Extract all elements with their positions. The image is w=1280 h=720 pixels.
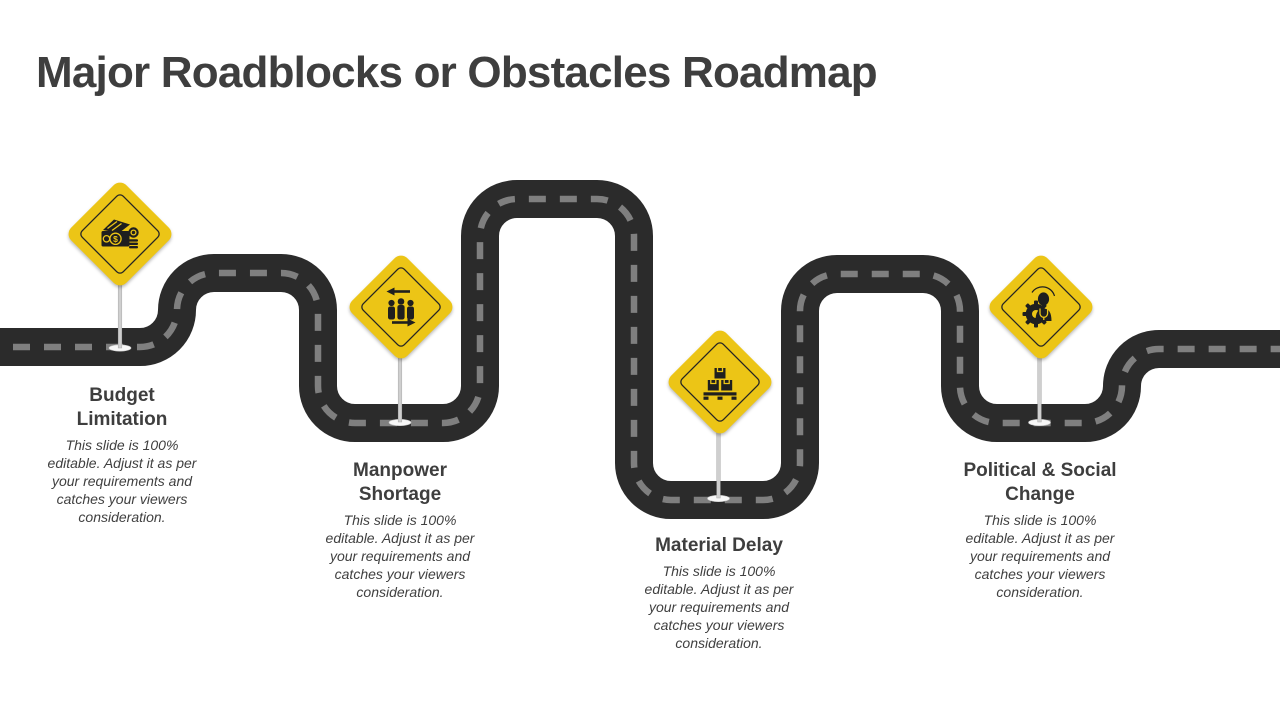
- dollar-glyph: $: [113, 234, 118, 244]
- sign-diamond: $: [68, 182, 172, 286]
- road-sign-material: [668, 330, 772, 502]
- item-title: Material Delay: [655, 535, 783, 556]
- item-body: This slide is 100% editable. Adjust it a…: [965, 512, 1115, 600]
- item-title: Political & Social Change: [963, 460, 1117, 505]
- sign-pole: [397, 354, 403, 423]
- item-material-delay: Material Delay This slide is 100% editab…: [619, 534, 819, 652]
- road-sign-manpower: [349, 255, 453, 426]
- sign-diamond: [989, 255, 1093, 359]
- sign-diamond: [349, 255, 453, 359]
- item-manpower-shortage: Manpower Shortage This slide is 100% edi…: [300, 459, 500, 601]
- money-icon: $: [101, 219, 139, 249]
- political-gear-icon: [1022, 286, 1056, 328]
- manpower-icon: [386, 287, 416, 327]
- road-center-dashes: [0, 195, 1280, 504]
- sign-pole: [716, 429, 721, 499]
- road-sign-political: [989, 255, 1093, 426]
- material-boxes-icon: [703, 368, 737, 400]
- sign-pole: [1037, 354, 1042, 423]
- item-body: This slide is 100% editable. Adjust it a…: [47, 437, 197, 525]
- item-body: This slide is 100% editable. Adjust it a…: [644, 563, 794, 651]
- item-title: Budget Limitation: [76, 385, 168, 430]
- page-title: Major Roadblocks or Obstacles Roadmap: [36, 48, 878, 97]
- item-title: Manpower Shortage: [353, 460, 447, 505]
- item-political-social-change: Political & Social Change This slide is …: [940, 459, 1140, 601]
- road-sign-budget: $: [68, 182, 172, 352]
- sign-pole: [117, 281, 123, 349]
- sign-diamond: [668, 330, 772, 434]
- item-budget-limitation: Budget Limitation This slide is 100% edi…: [22, 384, 222, 526]
- item-body: This slide is 100% editable. Adjust it a…: [325, 512, 475, 600]
